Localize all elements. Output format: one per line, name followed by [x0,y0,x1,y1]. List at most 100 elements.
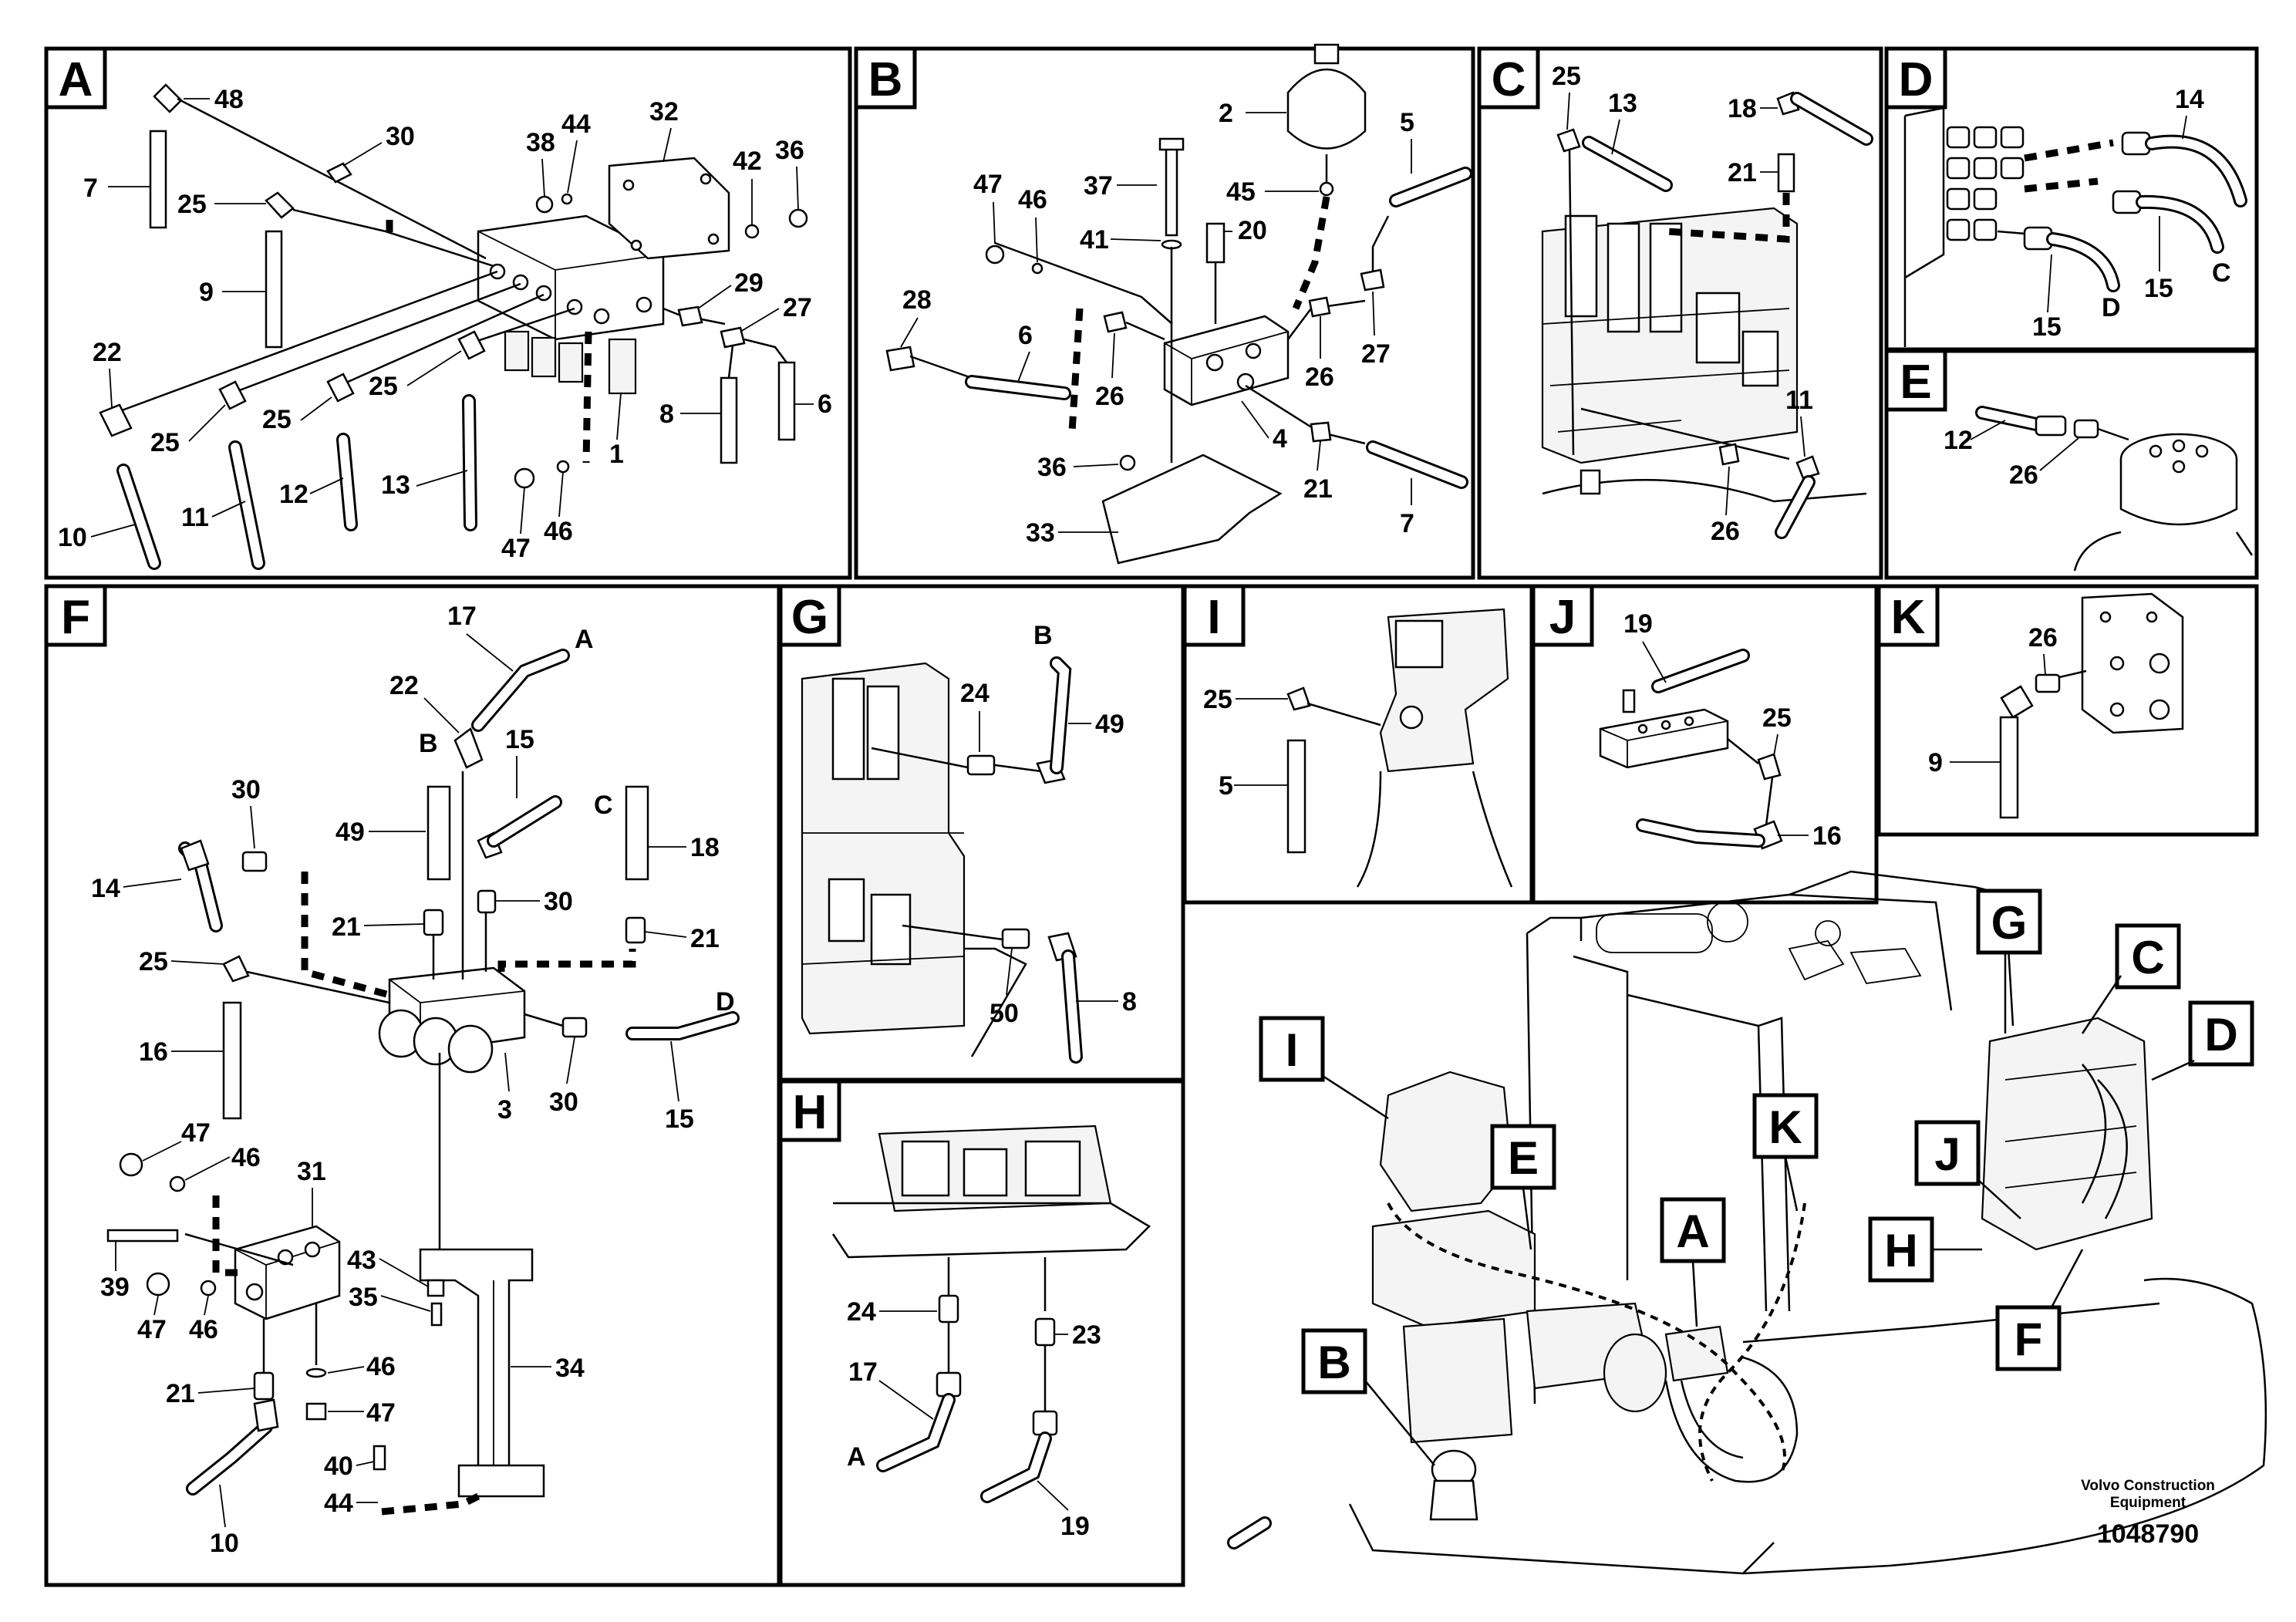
valve-outline [1903,106,1945,347]
panel-i-tag: I [1207,591,1220,644]
fitting-30 [477,889,497,914]
callout-d2: D [716,987,735,1017]
leader [616,393,622,440]
leader [1037,1480,1069,1511]
hole [2149,653,2170,674]
valve-section [831,677,865,781]
callout-15a: 15 [2144,274,2173,303]
panel-b: B [854,43,1475,580]
doc-number: 1048790 [2097,1519,2199,1549]
leader [1800,416,1805,457]
callout-10a: 10 [58,523,87,552]
leader [204,1295,209,1316]
pipe [1371,215,1390,271]
washer-46b [200,1280,217,1297]
port [2172,439,2186,453]
callout-49a: 49 [335,818,365,847]
callout-30a: 30 [231,775,261,804]
port [566,298,583,315]
ref-box-a [1660,1197,1726,1263]
port [1684,716,1694,727]
pump-section [1394,619,1444,669]
panel-g: G B 24 49 50 8 [778,584,1185,1082]
callout-14a: 14 [2175,85,2204,114]
panel-i: I 25 5 [1182,584,1534,905]
pipe [994,764,1042,773]
valve-edges [2004,1064,2137,1189]
callout-11: 11 [181,503,209,532]
valve-block-4 [1163,315,1290,406]
leader [1110,238,1161,241]
hose-6-inner [967,377,1069,398]
callout-29: 29 [734,268,764,298]
callout-16a: 16 [139,1037,168,1067]
leader [327,1366,365,1374]
washer-46 [556,460,570,474]
port [1946,187,1971,211]
callout-24a: 24 [960,679,990,708]
callout-25g: 25 [1203,685,1232,714]
callout-a2: A [847,1442,866,1472]
valve-section [1741,330,1779,387]
callout-c2: C [594,791,613,820]
callout-17a: 17 [447,602,477,631]
port [245,1283,264,1301]
callout-12b: 12 [1944,426,1973,455]
hose-9 [265,230,283,349]
callout-45: 45 [1226,177,1256,207]
panel-g-tag: G [791,591,828,644]
fitting [1032,1410,1058,1436]
control-valve-body [1541,207,1799,464]
leader [567,140,578,194]
callout-16b: 16 [1812,821,1842,851]
hose-8-inner [1064,952,1081,1061]
pipe [1727,738,1759,764]
elbow-25 [218,380,247,410]
port [2195,444,2209,458]
callout-23: 23 [1072,1320,1101,1350]
plug-47 [119,1152,143,1177]
panel-c-tag-box [1477,46,1540,110]
pipes [947,1322,1047,1411]
sensor-20 [1205,222,1226,264]
pipe [231,282,521,395]
leader [1611,119,1620,155]
bolt-36 [1119,454,1136,471]
leader [90,524,136,538]
washer-43 [426,1279,445,1297]
ref-box-k [1752,1093,1819,1159]
callout-17b: 17 [848,1357,878,1387]
tee-27 [720,326,746,349]
port [535,285,552,302]
callout-1: 1 [609,440,624,469]
leader [188,404,226,442]
fitting-21 [423,909,444,936]
dashed-connection [1068,308,1084,433]
hose-49-inner [1052,659,1070,772]
ref-box-i [1259,1016,1325,1082]
callout-4: 4 [1273,424,1287,454]
plug-47b [146,1272,170,1297]
fitting-23 [1034,1317,1056,1347]
solenoid [504,330,530,372]
port [1236,373,1255,391]
port [304,1241,321,1258]
leader [878,1380,934,1420]
elbow-14 [180,839,210,872]
callout-24b: 24 [847,1297,876,1327]
pipe [524,1013,564,1027]
elbow-48 [153,83,183,113]
fitting-21 [625,916,646,944]
dashed-connection [381,1489,488,1516]
elbow-25 [326,373,355,403]
callout-30: 30 [386,122,415,151]
ref-leader [1522,1187,1532,1250]
callout-b: B [419,729,438,758]
leader [520,487,525,534]
ref-a: A [1676,1206,1709,1257]
hose-15-inner [2138,197,2222,251]
panel-e-tag: E [1900,356,1931,409]
port [1973,187,1998,211]
pipe [1568,150,1575,456]
bolt [788,208,808,228]
